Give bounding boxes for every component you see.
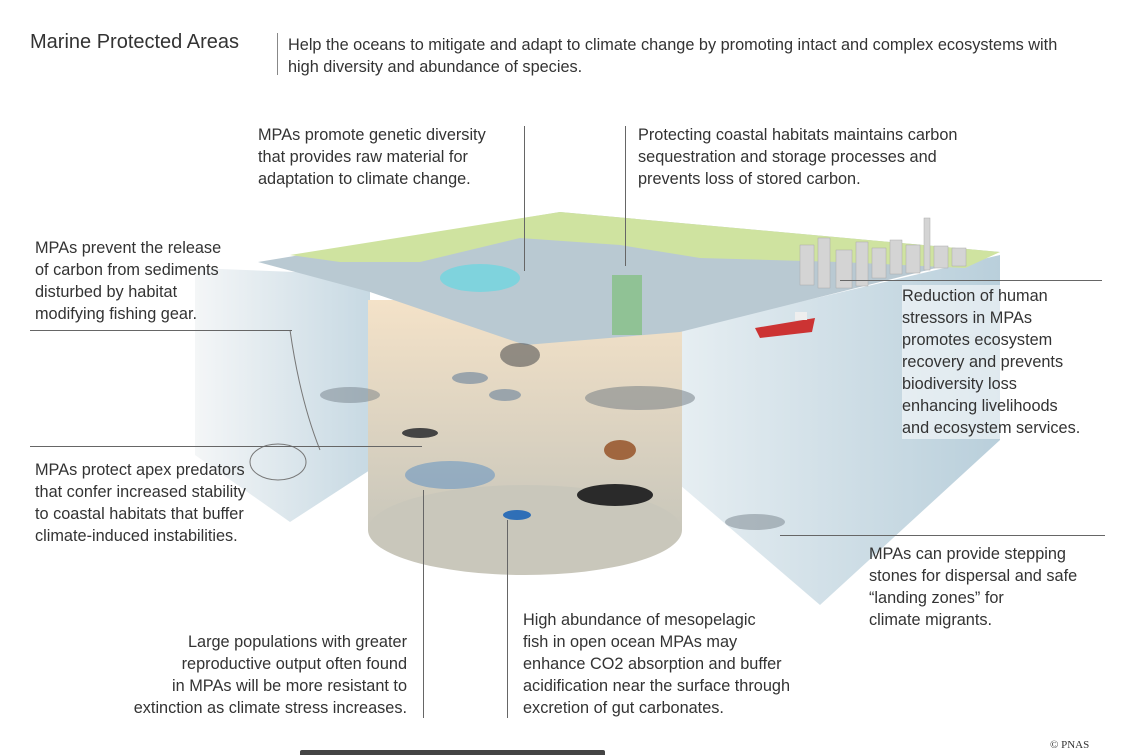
annotation-genetic-diversity: MPAs promote genetic diversity that prov… <box>258 126 486 188</box>
copyright-credit: © PNAS <box>1050 739 1090 751</box>
annotation-sediments: MPAs prevent the release of carbon from … <box>35 239 222 323</box>
shark <box>402 428 438 438</box>
coral-reef <box>440 264 520 292</box>
leader-line <box>524 126 525 271</box>
fish-school-gray <box>320 387 380 403</box>
annotation-stepping-stones: MPAs can provide stepping stones for dis… <box>869 545 1078 629</box>
sea-turtle <box>604 440 636 460</box>
marlin <box>503 510 531 520</box>
leader-line <box>30 330 292 331</box>
annotation-large-populations: Large populations with greater reproduct… <box>133 633 407 717</box>
leader-line <box>625 126 626 266</box>
dolphin <box>452 372 488 384</box>
ship <box>755 312 815 338</box>
dolphin <box>489 389 521 401</box>
leader-line <box>780 535 1105 536</box>
annotation-mesopelagic-fish: High abundance of mesopelagic fish in op… <box>523 611 790 717</box>
annotation-coastal-habitats: Protecting coastal habitats maintains ca… <box>638 126 958 188</box>
leader-line <box>840 280 1102 281</box>
leader-line <box>507 520 508 718</box>
fish-school-gray <box>725 514 785 530</box>
marine-life <box>320 343 785 530</box>
title-divider <box>277 33 278 75</box>
left-water-block <box>195 268 370 522</box>
annotation-apex-predators: MPAs protect apex predators that confer … <box>35 461 246 545</box>
fish-school-gray <box>585 386 695 410</box>
fish-school <box>500 343 540 367</box>
leader-line <box>30 446 422 447</box>
page-subtitle: Help the oceans to mitigate and adapt to… <box>288 36 1058 76</box>
city <box>799 217 967 289</box>
top-surface <box>258 212 1000 345</box>
bottom-scroll-bar[interactable] <box>300 750 605 755</box>
fish-school-blue <box>405 461 495 489</box>
fishing-net <box>249 329 321 481</box>
seagrass <box>612 275 642 335</box>
annotation-human-stressors: Reduction of human stressors in MPAs pro… <box>902 285 1081 439</box>
leader-line <box>423 490 424 718</box>
page-title: Marine Protected Areas <box>30 31 239 53</box>
humpback-whale <box>577 484 653 506</box>
